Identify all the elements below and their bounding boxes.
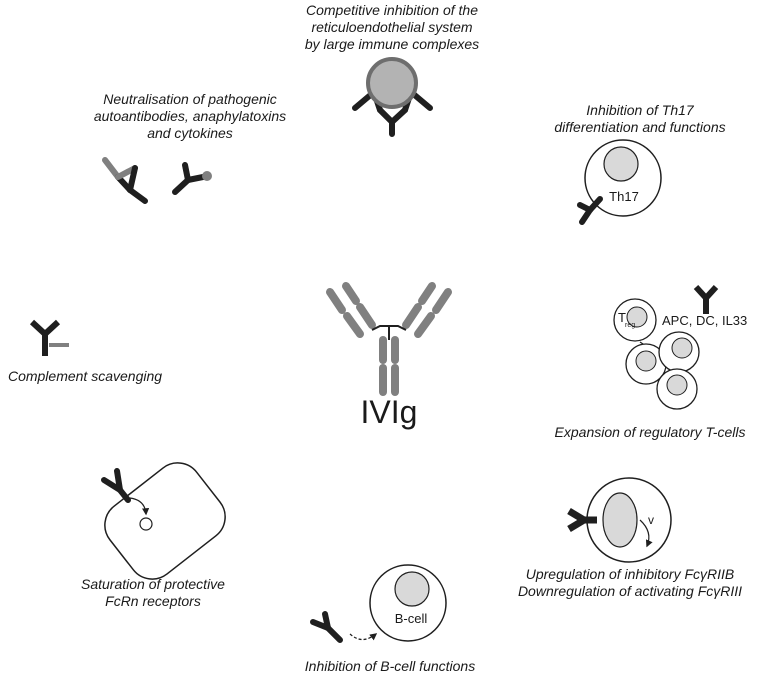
caption-th17: Inhibition of Th17 differentiation and f… xyxy=(554,102,726,135)
b-cell: B-cell xyxy=(369,564,447,642)
neutralising-antibody-pair-icon xyxy=(102,157,148,204)
treg-label-t: T xyxy=(618,310,626,325)
caption-treg-expansion: Expansion of regulatory T-cells xyxy=(554,424,746,440)
fcrn-binding-antibody-icon xyxy=(101,468,131,503)
caption-fcrn-saturation: Saturation of protective FcRn receptors xyxy=(81,576,225,609)
fcgr-cell: v xyxy=(586,477,672,563)
expanded-treg-cells xyxy=(625,331,700,410)
th17-binding-antibody-icon xyxy=(577,196,603,225)
b-cell-label: B-cell xyxy=(395,611,428,626)
antibody-with-antigen-icon xyxy=(172,162,206,195)
treg-cell: T reg xyxy=(613,298,657,342)
fcgr-signal-arrow xyxy=(639,519,653,548)
center-label-ivig: IVIg xyxy=(361,394,418,430)
caption-b-cell-inhibition: Inhibition of B-cell functions xyxy=(304,658,476,674)
b-cell-antibody-icon xyxy=(310,611,343,643)
apc-antibody-icon xyxy=(693,284,719,314)
b-cell-inhibition-arrow xyxy=(349,633,378,641)
complement-antibody-icon xyxy=(29,319,69,356)
th17-cell: Th17 xyxy=(584,139,662,217)
caption-fcgr-modulation: Upregulation of inhibitory FcγRIIB Downr… xyxy=(517,566,743,599)
fcgr-nucleus xyxy=(602,492,638,548)
antigen-dot-icon xyxy=(202,171,212,181)
fcgr-receptor-mark: v xyxy=(648,513,654,527)
immune-complex-sphere xyxy=(366,57,418,109)
th17-label: Th17 xyxy=(609,189,639,204)
th17-nucleus xyxy=(603,146,639,182)
fcgr-binding-antibody-icon xyxy=(567,507,597,533)
central-ivig-antibody-icon xyxy=(326,282,452,396)
treg-label-sub: reg xyxy=(625,322,635,329)
b-cell-nucleus xyxy=(394,571,430,607)
caption-competitive-inhibition: Competitive inhibition of the reticuloen… xyxy=(304,2,480,52)
ivig-hinge-icon xyxy=(371,325,407,340)
apc-dc-il33-label: APC, DC, IL33 xyxy=(662,313,747,328)
fcrn-vesicle xyxy=(139,517,153,531)
immune-complex-icon xyxy=(352,57,433,137)
endothelial-cell xyxy=(104,462,226,580)
caption-complement-scavenging: Complement scavenging xyxy=(7,368,163,384)
caption-neutralisation: Neutralisation of pathogenic autoantibod… xyxy=(93,91,287,141)
fcrn-uptake-arrow xyxy=(129,497,150,516)
